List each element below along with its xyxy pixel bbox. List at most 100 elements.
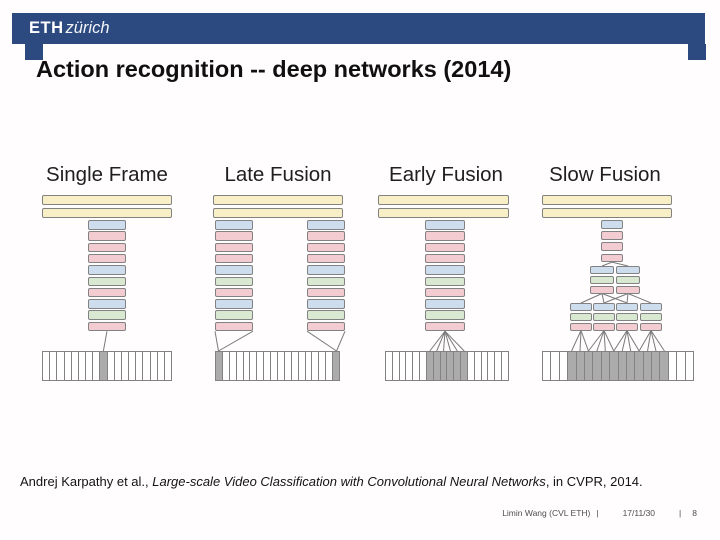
layer-box-pink xyxy=(425,321,465,332)
layer-box-blue xyxy=(307,265,345,275)
frame-cell xyxy=(332,351,341,381)
layer-box-blue xyxy=(616,303,638,311)
connector-line xyxy=(588,330,605,352)
layer-box-green xyxy=(215,310,253,320)
fc-layer-bar xyxy=(378,195,509,205)
layer-box-blue xyxy=(88,299,126,309)
connector-line xyxy=(444,330,465,352)
connector-line xyxy=(626,330,632,352)
connector-line xyxy=(444,330,458,352)
connector-line xyxy=(638,330,652,352)
connector-line xyxy=(621,330,628,352)
frame-cell xyxy=(163,351,173,381)
layer-box-pink xyxy=(601,231,623,240)
fc-layer-bar xyxy=(42,208,172,218)
connector-line xyxy=(650,330,657,352)
layer-box-pink xyxy=(88,231,126,241)
connector-line xyxy=(626,293,629,304)
fc-layer-bar xyxy=(542,208,672,218)
layer-box-green xyxy=(593,313,615,321)
footer-date: 17/11/30 xyxy=(622,508,656,518)
footer-page-number: 8 xyxy=(692,508,697,518)
citation-paper-title: Large-scale Video Classification with Co… xyxy=(152,474,546,489)
fc-layer-bar xyxy=(42,195,172,205)
connector-line xyxy=(647,330,652,352)
layer-box-pink xyxy=(307,321,345,332)
connector-line xyxy=(603,293,629,304)
layer-box-blue xyxy=(616,266,640,274)
layer-box-pink xyxy=(307,242,345,253)
connector-line xyxy=(603,330,615,352)
layer-box-pink xyxy=(590,286,614,294)
connector-line xyxy=(601,293,628,304)
fc-layer-bar xyxy=(213,195,343,205)
connector-line xyxy=(218,330,254,352)
frames-strip xyxy=(385,351,509,381)
layer-box-pink xyxy=(215,231,253,241)
layer-box-pink xyxy=(88,321,126,332)
header-right-tab xyxy=(688,44,706,60)
layer-box-pink xyxy=(215,287,253,298)
footer-separator: | xyxy=(679,508,682,518)
layer-box-blue xyxy=(88,220,126,230)
layer-box-blue xyxy=(601,220,623,229)
layer-box-green xyxy=(616,276,640,284)
layer-box-green xyxy=(590,276,614,284)
layer-box-blue xyxy=(590,266,614,274)
connector-line xyxy=(650,330,665,352)
connector-line xyxy=(336,331,346,352)
frames-strip xyxy=(42,351,173,381)
layer-box-pink xyxy=(307,231,345,241)
layer-box-pink xyxy=(307,253,345,264)
layer-box-green xyxy=(307,310,345,320)
layer-box-pink xyxy=(88,253,126,264)
layer-box-pink xyxy=(601,242,623,251)
layer-box-blue xyxy=(640,303,662,311)
layer-box-blue xyxy=(425,265,465,275)
connector-line xyxy=(596,330,605,352)
layer-box-pink xyxy=(88,242,126,253)
connector-line xyxy=(601,261,613,267)
connector-line xyxy=(306,330,337,352)
frame-cell xyxy=(501,351,509,381)
layer-box-blue xyxy=(215,265,253,275)
layer-box-green xyxy=(307,276,345,286)
layer-box-pink xyxy=(215,242,253,253)
column-label: Early Fusion xyxy=(389,163,503,186)
fc-layer-bar xyxy=(378,208,509,218)
connector-line xyxy=(580,293,603,304)
column-label: Single Frame xyxy=(46,163,168,186)
connector-line xyxy=(611,261,629,267)
footer-author: Limin Wang (CVL ETH) xyxy=(502,508,591,518)
layer-box-blue xyxy=(425,299,465,309)
layer-box-green xyxy=(425,276,465,286)
connector-line xyxy=(571,330,582,352)
connector-line xyxy=(603,330,606,352)
layer-box-pink xyxy=(215,321,253,332)
layer-box-green xyxy=(215,276,253,286)
layer-box-pink xyxy=(307,287,345,298)
layer-box-pink xyxy=(215,253,253,264)
layer-box-green xyxy=(88,276,126,286)
fc-layer-bar xyxy=(213,208,343,218)
layer-box-pink xyxy=(616,323,638,331)
citation-authors: Andrej Karpathy et al., xyxy=(20,474,153,489)
layer-box-pink xyxy=(425,231,465,241)
layer-box-green xyxy=(616,313,638,321)
layer-box-blue xyxy=(215,220,253,230)
connector-line xyxy=(102,331,108,352)
citation: Andrej Karpathy et al., Large-scale Vide… xyxy=(20,474,715,489)
citation-suffix: , in CVPR, 2014. xyxy=(545,474,643,489)
connector-line xyxy=(444,331,451,352)
layer-box-blue xyxy=(88,265,126,275)
layer-box-pink xyxy=(425,242,465,253)
fc-layer-bar xyxy=(542,195,672,205)
layer-box-pink xyxy=(88,287,126,298)
connector-line xyxy=(579,330,582,352)
connector-line xyxy=(626,330,640,352)
layer-box-pink xyxy=(425,287,465,298)
